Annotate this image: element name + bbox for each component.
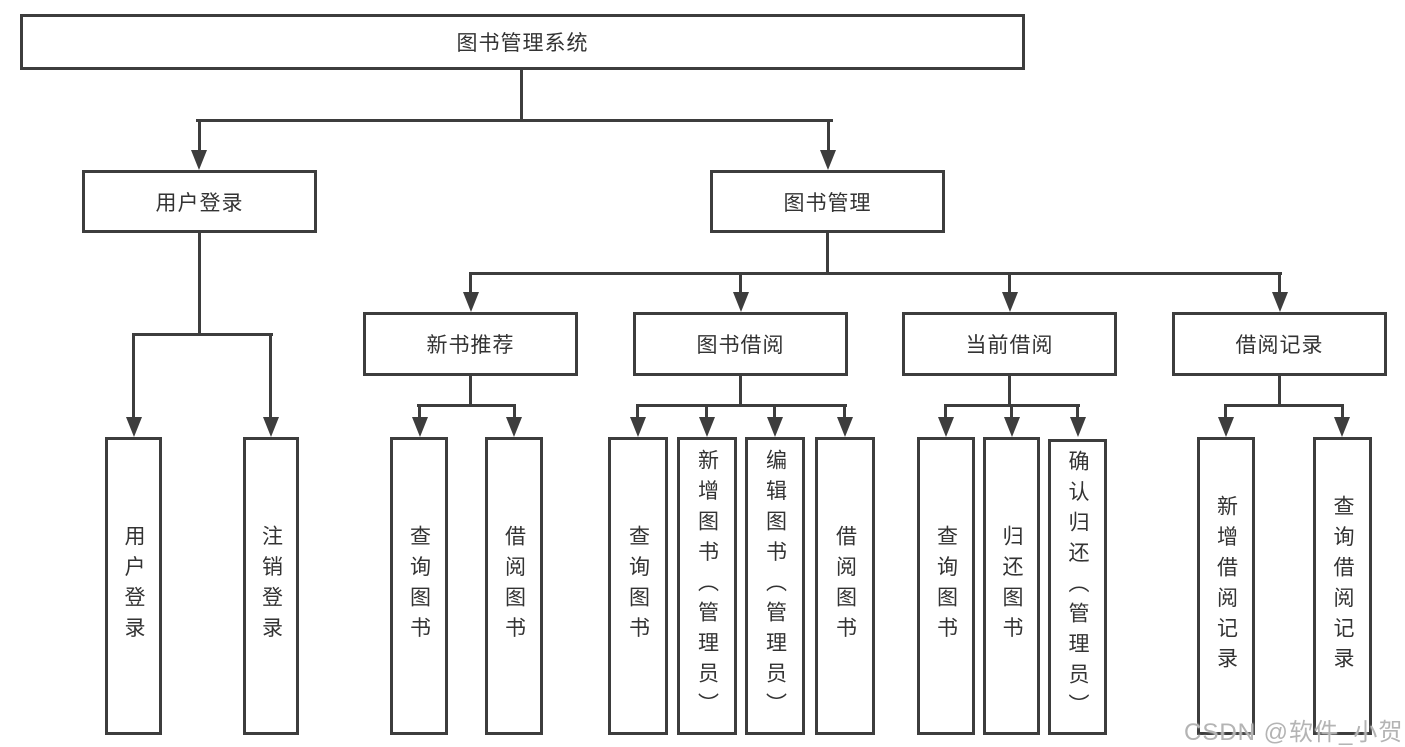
node-current-borrowing: 当前借阅 <box>902 312 1117 376</box>
connector-line <box>1008 272 1011 297</box>
leaf-add-books-admin: 新增图书（管理员） <box>677 437 737 735</box>
connector-line <box>636 404 639 420</box>
connector-line <box>469 272 1282 275</box>
arrow-down-icon <box>938 417 954 437</box>
connector-line <box>1341 404 1344 420</box>
connector-line <box>418 404 421 420</box>
arrow-down-icon <box>699 417 715 437</box>
arrow-down-icon <box>191 150 207 170</box>
connector-line <box>1010 404 1013 420</box>
connector-line <box>132 333 135 420</box>
node-new-book-recommend: 新书推荐 <box>363 312 578 376</box>
arrow-down-icon <box>837 417 853 437</box>
connector-line <box>843 404 846 420</box>
connector-line <box>520 70 523 122</box>
connector-line <box>1008 376 1011 407</box>
connector-line <box>739 272 742 297</box>
connector-line <box>944 404 947 420</box>
connector-line <box>1278 272 1281 297</box>
arrow-down-icon <box>126 417 142 437</box>
connector-line <box>1224 404 1227 420</box>
connector-line <box>269 333 272 420</box>
node-book-management: 图书管理 <box>710 170 945 233</box>
node-book-borrowing: 图书借阅 <box>633 312 848 376</box>
node-borrowing-records: 借阅记录 <box>1172 312 1387 376</box>
arrow-down-icon <box>630 417 646 437</box>
leaf-query-books-2: 查询图书 <box>608 437 668 735</box>
arrow-down-icon <box>506 417 522 437</box>
arrow-down-icon <box>1070 417 1086 437</box>
arrow-down-icon <box>767 417 783 437</box>
connector-line <box>469 376 472 407</box>
leaf-edit-books-admin: 编辑图书（管理员） <box>745 437 805 735</box>
arrow-down-icon <box>820 150 836 170</box>
connector-line <box>196 119 833 122</box>
csdn-watermark: CSDN @软件_小贺同学 <box>1184 719 1405 746</box>
leaf-query-books-3: 查询图书 <box>917 437 975 735</box>
connector-line <box>1278 376 1281 407</box>
arrow-down-icon <box>263 417 279 437</box>
arrow-down-icon <box>412 417 428 437</box>
leaf-add-borrow-record: 新增借阅记录 <box>1197 437 1255 735</box>
arrow-down-icon <box>1218 417 1234 437</box>
connector-line <box>198 119 201 153</box>
connector-line <box>198 233 201 336</box>
leaf-query-books-1: 查询图书 <box>390 437 448 735</box>
connector-line <box>417 404 516 407</box>
arrow-down-icon <box>1002 292 1018 312</box>
node-root: 图书管理系统 <box>20 14 1025 70</box>
leaf-borrow-books-2: 借阅图书 <box>815 437 875 735</box>
connector-line <box>827 119 830 153</box>
arrow-down-icon <box>733 292 749 312</box>
leaf-confirm-return-admin: 确认归还（管理员） <box>1048 439 1107 735</box>
arrow-down-icon <box>1272 292 1288 312</box>
connector-line <box>1224 404 1344 407</box>
leaf-return-books: 归还图书 <box>983 437 1040 735</box>
arrow-down-icon <box>1334 417 1350 437</box>
connector-line <box>773 404 776 420</box>
connector-line <box>132 333 273 336</box>
connector-line <box>1076 404 1079 420</box>
connector-line <box>469 272 472 297</box>
leaf-logout: 注销登录 <box>243 437 299 735</box>
node-user-login: 用户登录 <box>82 170 317 233</box>
connector-line <box>705 404 708 420</box>
connector-line <box>513 404 516 420</box>
arrow-down-icon <box>463 292 479 312</box>
leaf-borrow-books-1: 借阅图书 <box>485 437 543 735</box>
connector-line <box>826 233 829 275</box>
leaf-user-login: 用户登录 <box>105 437 162 735</box>
connector-line <box>636 404 847 407</box>
arrow-down-icon <box>1004 417 1020 437</box>
leaf-query-borrow-record: 查询借阅记录 <box>1313 437 1372 735</box>
connector-line <box>739 376 742 407</box>
